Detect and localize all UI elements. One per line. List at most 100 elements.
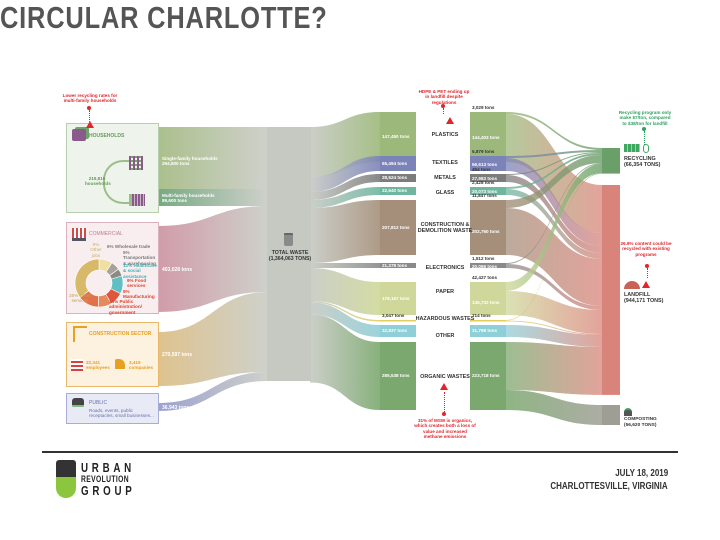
flow-plastics-to-landfill xyxy=(506,114,602,233)
category-bar-out-electronics xyxy=(470,263,506,268)
category-in-value: 3,047 tons xyxy=(382,313,405,318)
flow-hazardous-wastes-to-landfill xyxy=(506,320,602,335)
category-bar-in-electronics xyxy=(380,263,416,268)
trash-can-icon xyxy=(284,233,293,246)
warning-icon xyxy=(446,117,454,124)
multi-family-value: 89,600 tons xyxy=(162,198,188,204)
note-landfill: 26.9% content could be recycled with exi… xyxy=(620,241,672,257)
storefront-icon xyxy=(72,228,86,241)
composting-value: (56,620 TONS) xyxy=(624,422,657,428)
category-landfilled-value: 135,732 tons xyxy=(472,300,500,305)
warning-icon xyxy=(642,281,650,288)
flow-total-to-other xyxy=(310,302,380,337)
flow-metals-to-recycling xyxy=(506,152,602,175)
logo-line3: GROUP xyxy=(81,483,136,498)
note-dot xyxy=(645,264,649,268)
households-arc xyxy=(103,160,139,204)
note-recycling: Recycling program only make $7/ton, comp… xyxy=(618,110,672,126)
category-recycled-value: 3,029 tons xyxy=(472,105,495,110)
flow-textiles-to-landfill xyxy=(506,158,602,246)
flow-construction-demolition-waste-to-landfill xyxy=(506,208,602,306)
recycling-destination: RECYCLING (66,354 TONS) xyxy=(624,156,660,169)
category-recycled-value: 11,847 tons xyxy=(472,193,497,198)
flow-other-to-landfill xyxy=(506,325,602,347)
companies-group: 3,419 companies xyxy=(129,360,153,371)
category-label-textiles: TEXTILES xyxy=(432,160,458,166)
category-label-construction-demolition-waste: CONSTRUCTION & DEMOLITION WASTE xyxy=(417,222,473,234)
total-waste-label-group: TOTAL WASTE (1,364,063 TONS) xyxy=(268,250,312,263)
category-bar-out-hazardous-wastes xyxy=(470,320,506,322)
vehicle-icon xyxy=(72,398,84,407)
category-label-paper: PAPER xyxy=(435,289,455,295)
total-label: TOTAL WASTE xyxy=(271,250,309,256)
public-value: 36,943 tons xyxy=(162,405,190,411)
single-family-icon xyxy=(129,156,143,170)
multi-family-icon xyxy=(129,194,145,206)
public-label: PUBLIC xyxy=(89,400,108,406)
category-bar-out-textiles xyxy=(470,156,506,171)
note-multifamily: Lower recycling rates for multi-family h… xyxy=(62,93,118,104)
category-landfilled-value: 27,983 tons xyxy=(472,175,498,181)
category-label-electronics: ELECTRONICS xyxy=(425,265,465,271)
category-landfilled-value: 223,718 tons xyxy=(472,373,500,378)
warning-icon xyxy=(440,383,448,390)
donut-segment xyxy=(74,258,100,298)
category-bar-in-metals xyxy=(380,174,416,182)
construction-box: CONSTRUCTION SECTOR 32,341 employees 3,4… xyxy=(66,322,159,387)
flow-commercial xyxy=(158,206,268,312)
recycling-label: RECYCLING xyxy=(624,156,656,162)
category-landfilled-value: 144,403 tons xyxy=(472,135,500,140)
households-count: 219,816 xyxy=(88,176,106,181)
factory-icon xyxy=(624,144,640,152)
employees-group: 32,341 employees xyxy=(86,360,110,371)
category-bar-out-paper xyxy=(470,282,506,315)
category-bar-out-construction-demolition-waste xyxy=(470,200,506,255)
footer-divider xyxy=(42,451,678,453)
category-in-value: 285,538 tons xyxy=(382,373,410,378)
landfill-label: LANDFILL xyxy=(624,292,651,298)
multi-family-label: Multi-family households xyxy=(162,193,215,198)
category-landfilled-value: 20,073 tons xyxy=(472,189,498,194)
households-label: HOUSEHOLDS xyxy=(89,133,125,139)
note-connector xyxy=(647,268,648,278)
sprout-icon xyxy=(624,408,632,416)
excavator-icon xyxy=(115,359,125,369)
zero-badge-icon xyxy=(643,144,649,153)
composting-destination: COMPOSTING (56,620 TONS) xyxy=(624,417,657,428)
note-connector xyxy=(644,131,645,145)
category-recycled-value: 2,428 tons xyxy=(472,180,495,185)
flow-organic-wastes-to-landfill xyxy=(506,342,602,395)
composting-node xyxy=(602,405,620,425)
landfill-icon xyxy=(624,281,640,289)
landfill-value: (944,171 TONS) xyxy=(624,298,664,305)
category-in-value: 22,640 tons xyxy=(382,188,408,193)
category-bar-in-organic-wastes xyxy=(380,342,416,410)
category-label-other: OTHER xyxy=(435,333,455,339)
category-in-value: 147,450 tons xyxy=(382,134,410,139)
households-count-group: 219,816 households xyxy=(85,176,111,187)
crane-icon xyxy=(73,326,87,342)
category-bar-in-hazardous-wastes xyxy=(380,320,416,322)
category-landfilled-value: 202,760 tons xyxy=(472,228,500,234)
seg-transportation: 5% Transportation & warehousing xyxy=(123,250,156,266)
single-family-value: 294,800 tons xyxy=(162,161,190,167)
note-connector xyxy=(443,108,444,114)
recycling-value: (66,354 TONS) xyxy=(624,162,661,169)
seg-healthcare: 12% Healthcare & social assistance xyxy=(123,263,157,279)
seg-manufacturing: 9% Manufacturing xyxy=(123,289,155,300)
note-dot xyxy=(442,412,446,416)
note-connector xyxy=(89,110,90,122)
category-in-value: 28,524 tons xyxy=(382,175,408,180)
category-in-value: 207,812 tons xyxy=(382,224,410,230)
category-bar-out-other xyxy=(470,325,506,337)
flow-textiles-to-recycling xyxy=(506,150,602,158)
logo-line1: URBAN xyxy=(81,460,135,475)
flow-glass-to-recycling xyxy=(506,153,602,189)
category-in-value: 32,837 tons xyxy=(382,328,408,333)
category-label-plastics: PLASTICS xyxy=(431,132,459,138)
category-label-hazardous-wastes: HAZARDOUS WASTES xyxy=(415,316,475,322)
seg-wholesale: 6% Wholesale trade xyxy=(107,244,151,249)
flow-paper-to-recycling xyxy=(506,164,602,291)
